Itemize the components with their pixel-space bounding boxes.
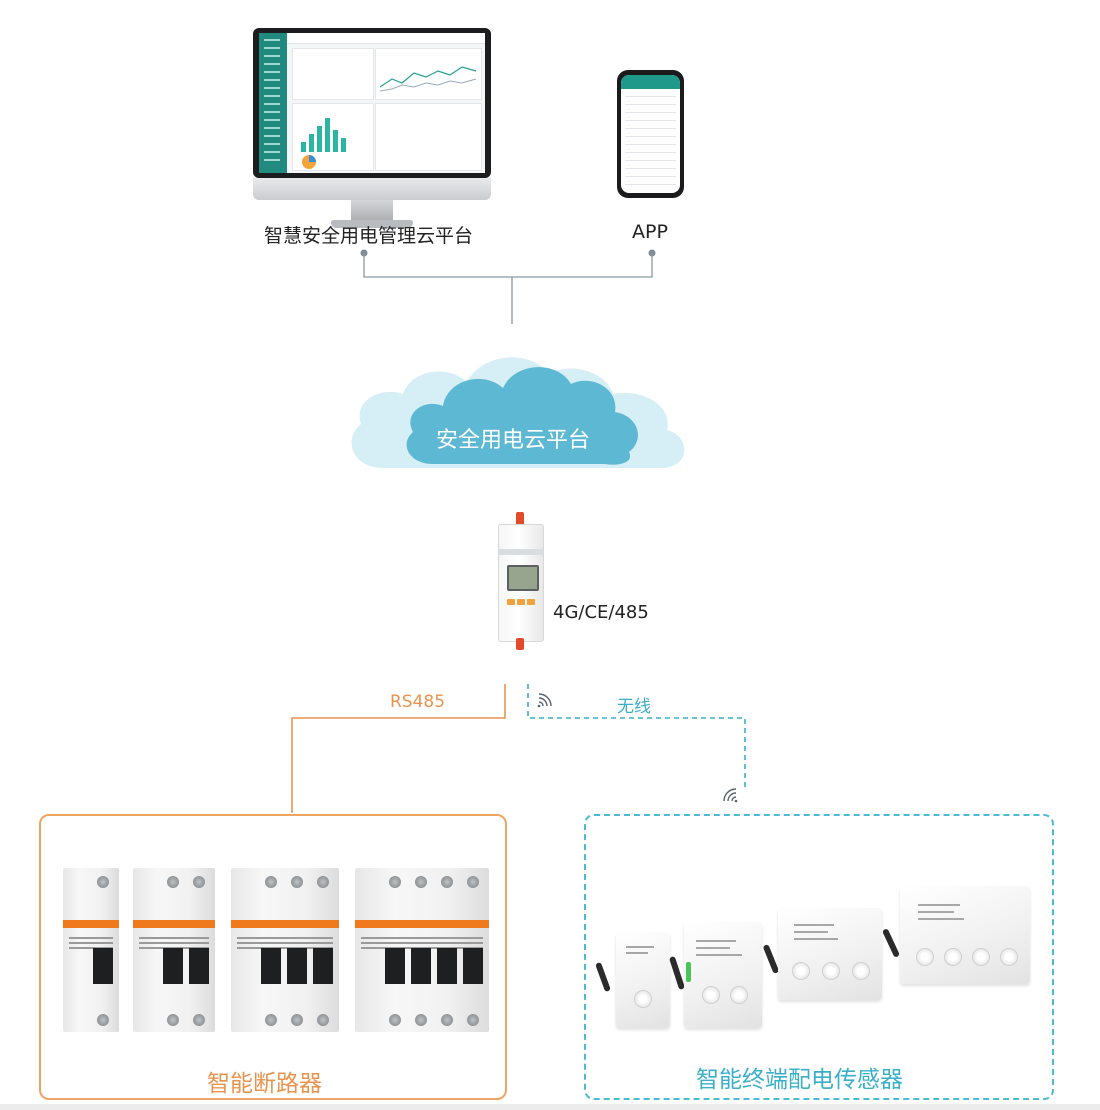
- dashboard-card: [292, 103, 374, 171]
- trend-line-icon: [379, 66, 477, 92]
- monitor-foot: [331, 220, 413, 228]
- dashboard-screen: [259, 33, 485, 173]
- phone-icon: [617, 70, 684, 198]
- breaker-panel: 智能断路器: [39, 814, 507, 1100]
- rs485-label: RS485: [390, 692, 446, 712]
- antenna-bottom: [516, 638, 524, 650]
- sensor-panel-title: 智能终端配电传感器: [696, 1067, 903, 1093]
- breaker-device: [231, 868, 339, 1032]
- platform-app-bracket: [363, 253, 653, 278]
- phone-screen: [621, 75, 680, 193]
- monitor-chin: [253, 178, 491, 200]
- dashboard-card: [375, 48, 482, 100]
- gateway-body: [498, 524, 544, 642]
- platform-label: 智慧安全用电管理云平台: [264, 225, 474, 247]
- monitor-icon: [253, 28, 491, 228]
- wifi-signal-icon: [723, 788, 738, 803]
- monitor-neck: [351, 200, 393, 222]
- dashboard-card: [375, 103, 482, 171]
- sensor-device: [778, 908, 882, 1000]
- gateway-display: [507, 565, 539, 591]
- phone-header: [621, 75, 680, 89]
- sensor-device: [684, 922, 762, 1028]
- dashboard-card: [292, 48, 374, 100]
- monitor-bezel: [253, 28, 491, 178]
- breaker-device: [63, 868, 119, 1032]
- gateway-device: [494, 512, 546, 650]
- sensor-panel: 智能终端配电传感器: [584, 814, 1054, 1100]
- sensor-device: [616, 932, 670, 1028]
- wifi-signal-icon: [537, 693, 552, 708]
- app-label: APP: [632, 221, 668, 243]
- bar-chart-icon: [301, 118, 346, 169]
- bottom-divider: [0, 1104, 1100, 1110]
- cloud-icon: [351, 357, 685, 468]
- dashboard-sidebar: [259, 33, 287, 173]
- gateway-label: 4G/CE/485: [553, 602, 649, 623]
- breaker-panel-title: 智能断路器: [207, 1071, 322, 1097]
- top-connector: [360, 249, 656, 324]
- breaker-device: [133, 868, 215, 1032]
- wireless-label: 无线: [617, 697, 651, 717]
- rs485-line: [291, 684, 506, 813]
- dashboard-topbar: [287, 33, 485, 44]
- cloud-label: 安全用电云平台: [436, 428, 591, 453]
- sensor-device: [900, 886, 1030, 984]
- antenna-top: [516, 512, 524, 526]
- breaker-device: [355, 868, 489, 1032]
